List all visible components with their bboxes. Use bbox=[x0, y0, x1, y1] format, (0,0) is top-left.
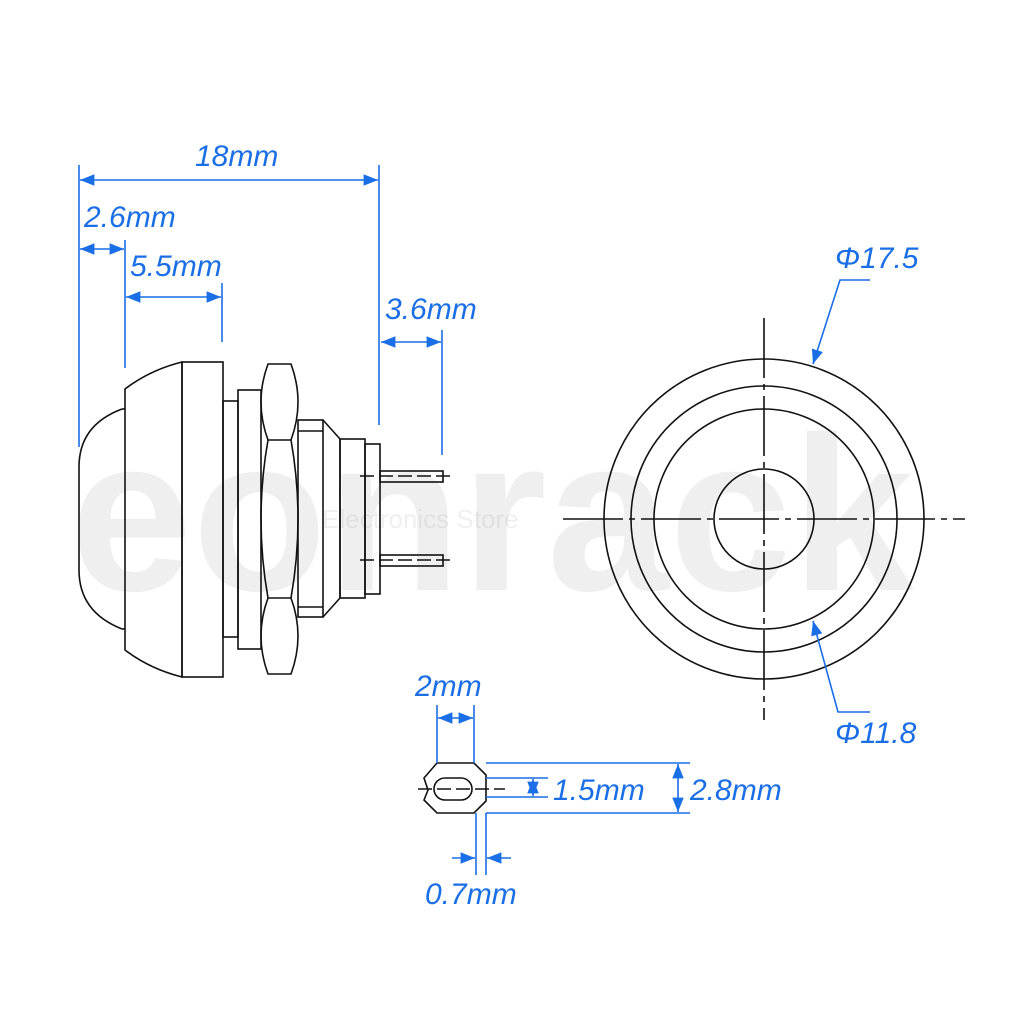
side-dimensions: 18mm 2.6mm 5.5mm 3.6mm bbox=[78, 140, 477, 455]
dim-0-7mm: 0.7mm bbox=[425, 878, 517, 911]
dim-5-5mm: 5.5mm bbox=[130, 250, 222, 283]
svg-text:eonrack: eonrack bbox=[70, 391, 914, 637]
dim-2-6mm: 2.6mm bbox=[83, 201, 176, 234]
watermark: eonrack Electronics Store bbox=[70, 391, 914, 637]
dim-1-5mm: 1.5mm bbox=[553, 774, 645, 807]
dim-outer-diameter: Φ17.5 bbox=[835, 242, 919, 275]
front-view: Φ17.5 Φ11.8 bbox=[563, 242, 965, 750]
dim-18mm: 18mm bbox=[195, 140, 278, 173]
dim-3-6mm: 3.6mm bbox=[385, 293, 477, 326]
svg-text:Electronics Store: Electronics Store bbox=[322, 504, 519, 534]
side-view bbox=[78, 360, 450, 679]
terminal-detail: 2mm 1.5mm 2.8mm 0.7mm bbox=[414, 670, 782, 911]
dim-2mm: 2mm bbox=[414, 670, 482, 703]
dim-inner-diameter: Φ11.8 bbox=[835, 717, 917, 750]
dome bbox=[78, 408, 123, 630]
body bbox=[297, 419, 324, 618]
nut bbox=[260, 363, 299, 675]
dim-2-8mm: 2.8mm bbox=[689, 774, 782, 807]
